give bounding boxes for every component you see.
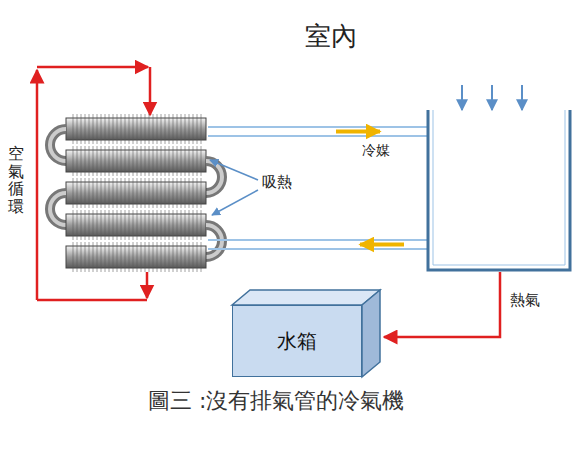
- coil-bend: [50, 129, 66, 161]
- incoming-arrows: [462, 85, 522, 110]
- coil-fins: [70, 178, 204, 208]
- leader-lines: [210, 160, 258, 215]
- tank-side-face: [362, 290, 380, 377]
- evaporator-coil: [50, 114, 222, 272]
- coil-fins: [70, 114, 204, 144]
- hot-air-arrow: [384, 272, 500, 337]
- tank-top-face: [232, 290, 380, 305]
- refrigerant-label: 冷媒: [362, 142, 390, 158]
- flow-arrows: [336, 132, 404, 245]
- coil-bend: [50, 193, 66, 225]
- coil-fins: [70, 242, 204, 272]
- coil-bend-highlight: [206, 161, 222, 193]
- coil-bend: [206, 161, 222, 193]
- open-container: [428, 110, 570, 270]
- coil-bend-highlight: [50, 193, 66, 225]
- absorb-heat-label: 吸熱: [262, 174, 292, 191]
- water-tank: 水箱: [232, 305, 362, 377]
- container-inner: [433, 110, 565, 265]
- caption: 圖三 :沒有排氣管的冷氣機: [148, 388, 404, 413]
- coil-fins: [70, 210, 204, 240]
- title: 室內: [305, 22, 357, 52]
- air-circulation-label: 空氣循環: [8, 145, 24, 215]
- coil-bend-highlight: [50, 129, 66, 161]
- coil-fins: [70, 146, 204, 176]
- node-text: 水箱: [277, 328, 317, 355]
- hot-air-label: 熱氣: [510, 292, 540, 309]
- refrigerant-pipes: [208, 127, 428, 249]
